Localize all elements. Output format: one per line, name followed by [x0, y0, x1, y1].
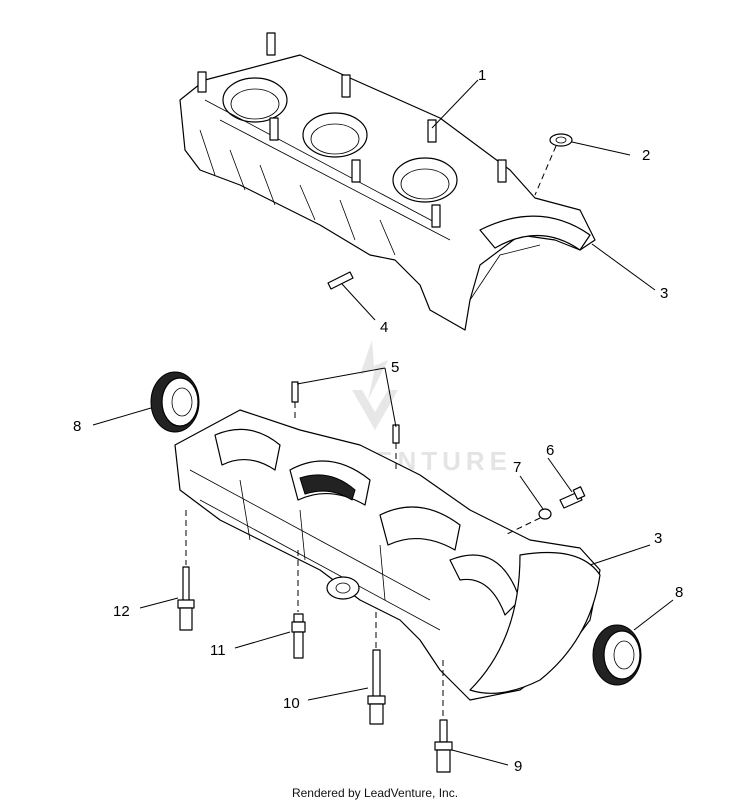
leader-dash-5 [294, 402, 397, 470]
callout-10: 10 [283, 695, 300, 712]
leader-dash-2 [534, 145, 557, 196]
watermark-logo [352, 340, 398, 430]
leader-lines [92, 79, 674, 766]
upper-crankcase [179, 32, 596, 331]
callout-8-left: 8 [73, 418, 81, 435]
callout-11: 11 [210, 642, 226, 659]
callout-5: 5 [391, 359, 399, 376]
callout-8-right: 8 [675, 584, 683, 601]
dowel-5a [291, 381, 299, 403]
dowel-pin [327, 271, 354, 290]
footer-credit: Rendered by LeadVenture, Inc. [291, 786, 459, 800]
studs [197, 32, 507, 228]
callout-1: 1 [478, 67, 486, 84]
callout-3-lower: 3 [654, 530, 662, 547]
callout-6: 6 [546, 442, 554, 459]
bolt-9 [434, 660, 453, 773]
callout-12: 12 [113, 603, 130, 620]
callout-labels: 1 2 3 4 5 6 7 3 8 8 9 10 11 12 [73, 67, 683, 775]
bolt-10 [367, 612, 386, 725]
callout-3-upper: 3 [660, 285, 668, 302]
bolt-12 [177, 510, 195, 631]
washer-7 [538, 508, 552, 520]
bolt-11 [291, 550, 306, 659]
callout-2: 2 [642, 147, 650, 164]
callout-9: 9 [514, 758, 522, 775]
callout-4: 4 [380, 319, 388, 336]
leader-dash-6 [504, 517, 541, 536]
seal-small [549, 133, 573, 147]
lower-crankcase [174, 409, 601, 701]
seal-large-left [150, 371, 200, 433]
callout-7: 7 [513, 459, 521, 476]
dowel-5b [392, 424, 400, 444]
seal-large-right [592, 624, 642, 686]
bolt-6 [559, 486, 586, 509]
